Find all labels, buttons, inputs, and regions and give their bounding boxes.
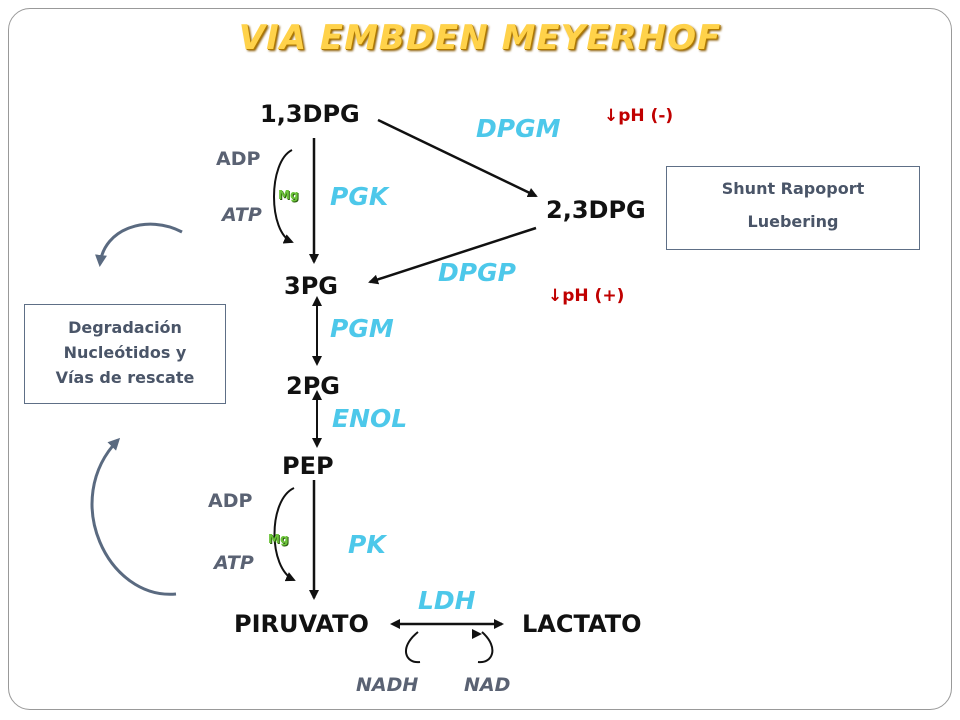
curve-adp-atp-bottom	[273, 487, 296, 582]
side-arrow-upper	[95, 222, 183, 267]
ph-note-lower: ↓pH (+)	[548, 286, 625, 306]
cofactor-adp-top: ADP	[216, 148, 261, 170]
shunt-box-line2: Luebering	[747, 212, 839, 231]
diagram-title: VIA EMBDEN MEYERHOF	[238, 18, 722, 58]
enzyme-enol: ENOL	[332, 404, 408, 433]
arrow-23dpg-to-3pg	[368, 226, 537, 285]
degradation-box-line2: Nucleótidos y	[63, 343, 187, 362]
metabolite-lactato: LACTATO	[522, 610, 642, 638]
metabolite-piruvato: PIRUVATO	[234, 610, 369, 638]
enzyme-pk: PK	[348, 530, 386, 559]
degradation-box-line1: Degradación	[68, 318, 182, 337]
cofactor-adp-bottom: ADP	[208, 490, 253, 512]
shunt-box-line1: Shunt Rapoport	[721, 179, 865, 198]
enzyme-pgm: PGM	[330, 314, 394, 343]
cofactor-atp-bottom: ATP	[214, 552, 254, 574]
side-arrow-lower	[90, 437, 177, 596]
arrow-13dpg-to-23dpg	[377, 118, 538, 198]
metabolite-3pg: 3PG	[284, 272, 338, 300]
metabolite-2pg: 2PG	[286, 372, 340, 400]
metabolite-13dpg: 1,3DPG	[260, 100, 360, 128]
curve-adp-atp-top	[273, 149, 294, 244]
enzyme-dpgm: DPGM	[476, 114, 561, 143]
cofactor-nadh: NADH	[356, 674, 419, 696]
enzyme-pgk: PGK	[330, 182, 389, 211]
magnesium-top: Mg	[278, 188, 299, 202]
degradation-box: Degradación Nucleótidos y Vías de rescat…	[24, 304, 226, 404]
ph-note-upper: ↓pH (-)	[604, 106, 674, 126]
enzyme-ldh: LDH	[418, 586, 476, 615]
curve-nadh-nad	[405, 631, 494, 664]
enzyme-dpgp: DPGP	[438, 258, 516, 287]
degradation-box-line3: Vías de rescate	[55, 368, 195, 387]
cofactor-nad: NAD	[464, 674, 511, 696]
magnesium-bottom: Mg	[268, 532, 289, 546]
cofactor-atp-top: ATP	[222, 204, 262, 226]
metabolite-pep: PEP	[282, 452, 334, 480]
metabolite-23dpg: 2,3DPG	[546, 196, 646, 224]
shunt-rapoport-box: Shunt Rapoport Luebering	[666, 166, 920, 250]
